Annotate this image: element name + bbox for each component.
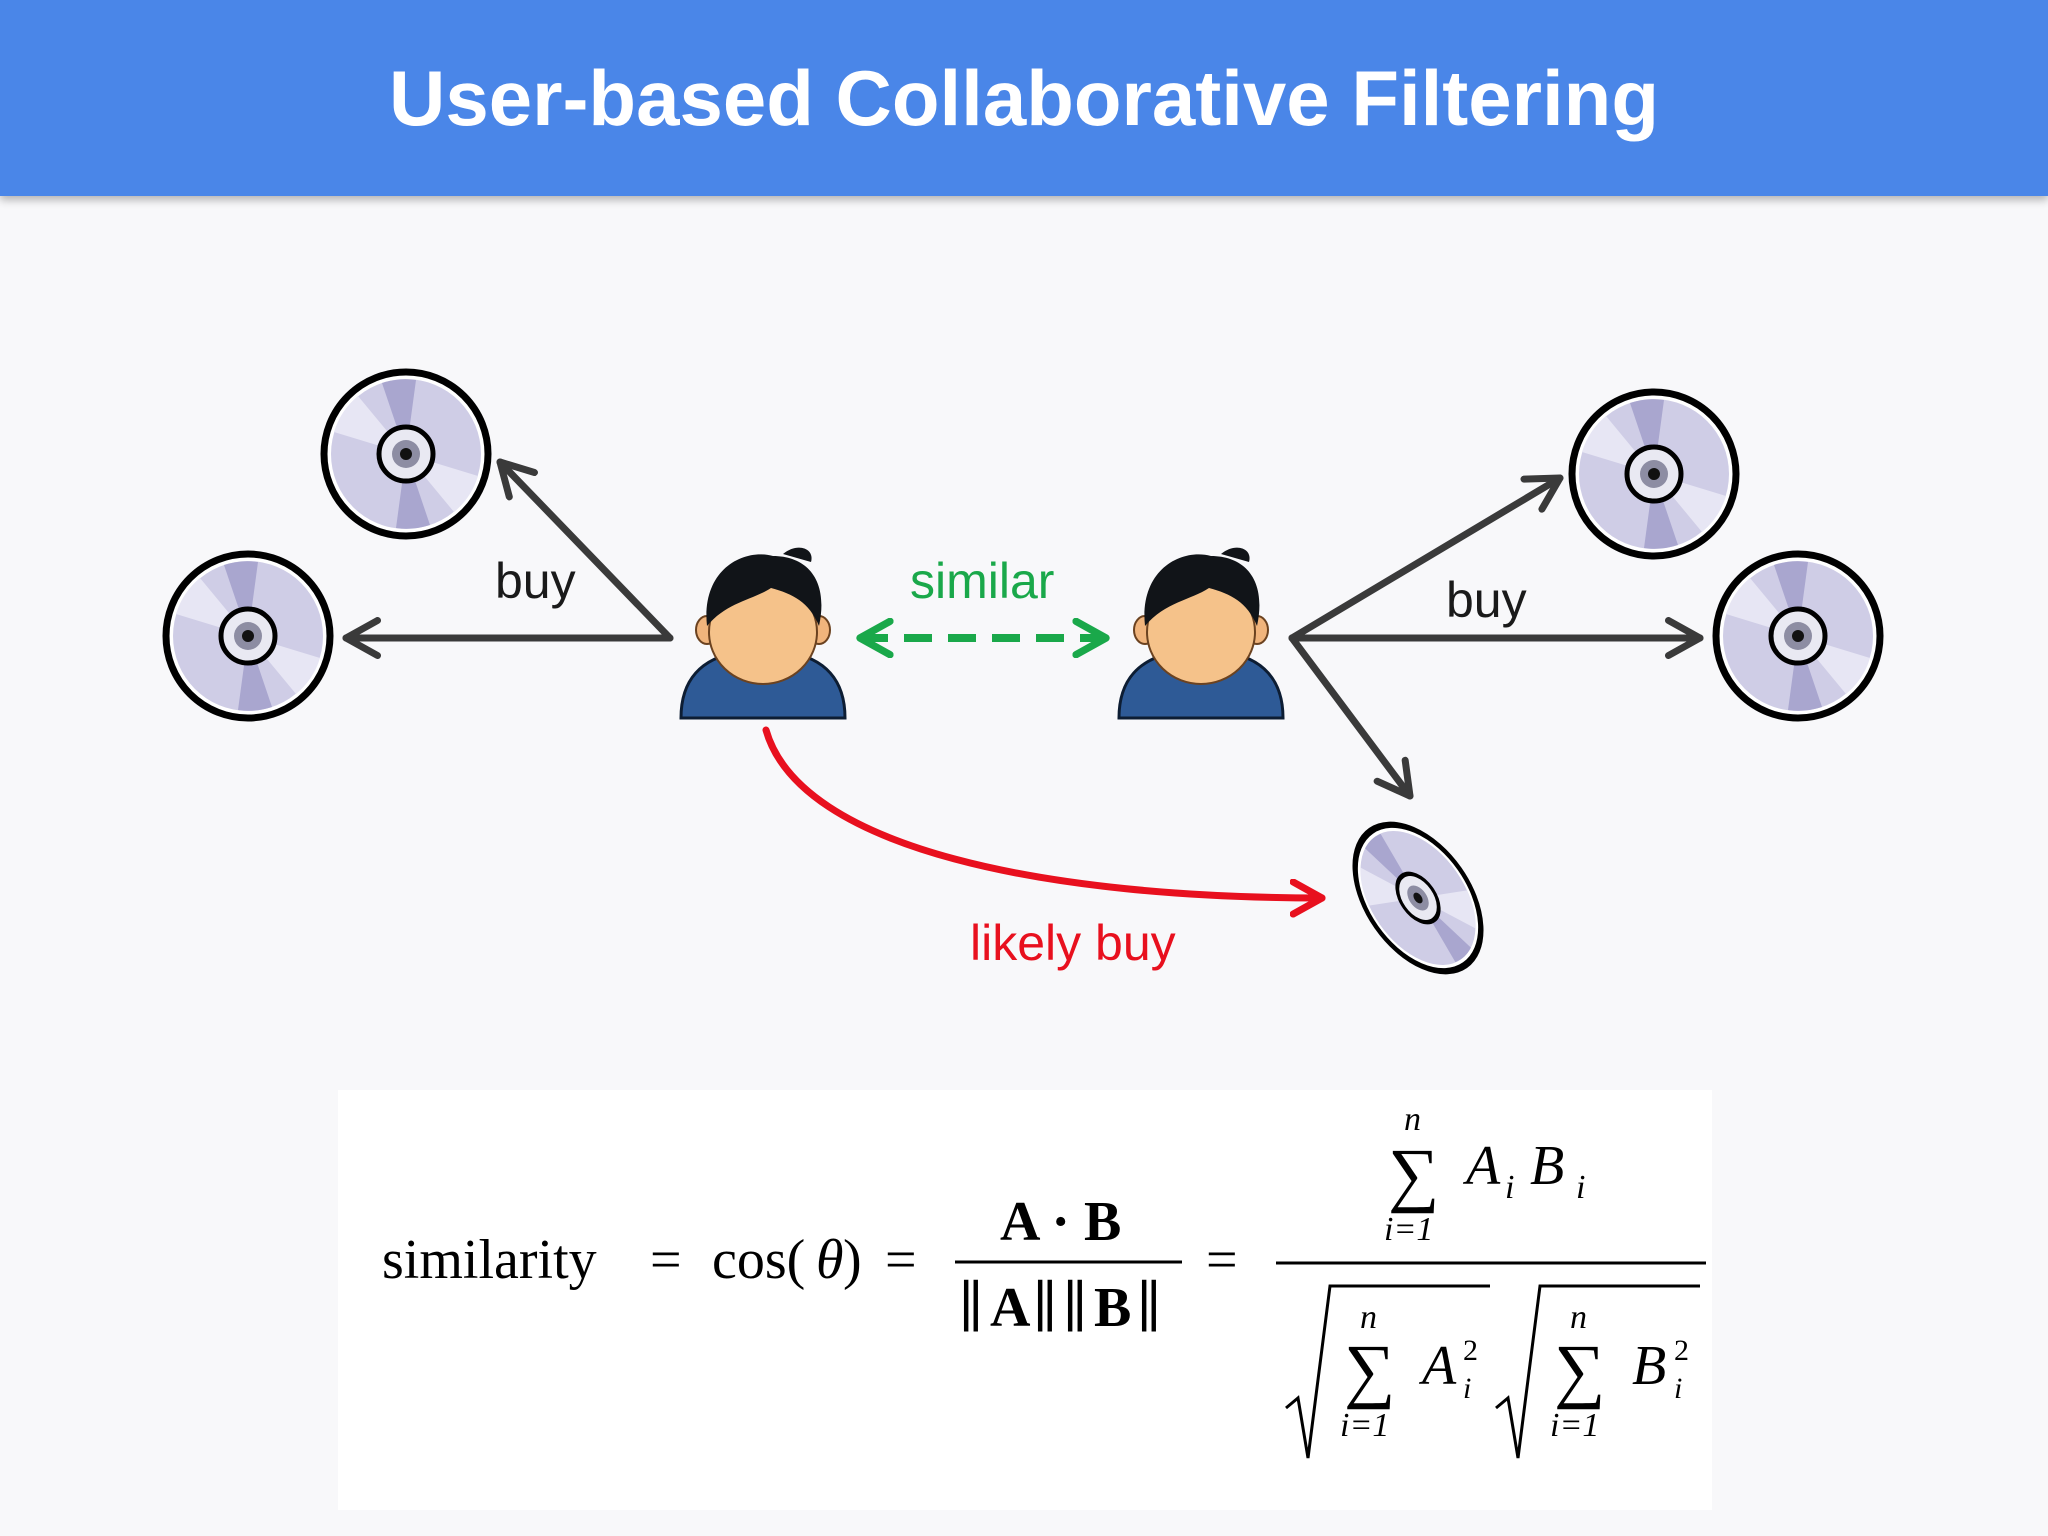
sum-upper: n	[1404, 1101, 1421, 1138]
buy-arrow	[496, 458, 674, 642]
cos-close: )	[843, 1229, 862, 1291]
similar-label: similar	[910, 553, 1054, 609]
slide-title: User-based Collaborative Filtering	[389, 54, 1659, 142]
sum-lower: i=1	[1384, 1211, 1433, 1248]
a-sub-i: i	[1463, 1372, 1471, 1405]
norm-bar: ∥	[1136, 1277, 1162, 1339]
dot-product: A · B	[1000, 1191, 1121, 1253]
sum-symbol: ∑	[1344, 1330, 1395, 1410]
sum-lower: i=1	[1340, 1407, 1389, 1444]
a-i: A	[1418, 1335, 1457, 1397]
sqrt-sign	[1285, 1284, 1490, 1459]
theta-symbol: θ	[816, 1229, 844, 1291]
equals-sign: =	[1206, 1229, 1238, 1291]
sum-symbol: ∑	[1388, 1134, 1439, 1214]
cos-term: cos(	[712, 1229, 805, 1291]
similarity-term: similarity	[382, 1229, 597, 1291]
norm-b: B	[1094, 1277, 1131, 1339]
a-sup-2: 2	[1463, 1334, 1478, 1367]
b-sup-2: 2	[1674, 1334, 1689, 1367]
b-sub-i: i	[1674, 1372, 1682, 1405]
likely-buy-label: likely buy	[970, 915, 1176, 971]
buy-arrow	[1288, 634, 1414, 800]
b-sub-i: i	[1576, 1169, 1585, 1206]
sum-upper: n	[1570, 1299, 1587, 1336]
equals-sign: =	[650, 1229, 682, 1291]
norm-bar: ∥	[1062, 1277, 1088, 1339]
a-sub-i: i	[1505, 1169, 1514, 1206]
sum-upper: n	[1360, 1299, 1377, 1336]
norm-bar: ∥	[1032, 1277, 1058, 1339]
sqrt-sign	[1495, 1284, 1700, 1459]
norm-a: A	[990, 1277, 1031, 1339]
slide-header: User-based Collaborative Filtering	[0, 0, 2048, 196]
buy-arrow	[1288, 474, 1564, 642]
sum-lower: i=1	[1550, 1407, 1599, 1444]
norm-bar: ∥	[958, 1277, 984, 1339]
formula-panel	[338, 1090, 1712, 1510]
equals-sign: =	[885, 1229, 917, 1291]
b-i: B	[1632, 1335, 1666, 1397]
buy-label-right: buy	[1446, 572, 1527, 628]
sum-symbol: ∑	[1554, 1330, 1605, 1410]
a-i: A	[1462, 1135, 1501, 1197]
buy-label-left: buy	[495, 553, 576, 609]
likely-buy-arrow	[762, 726, 1322, 898]
b-i: B	[1530, 1135, 1564, 1197]
